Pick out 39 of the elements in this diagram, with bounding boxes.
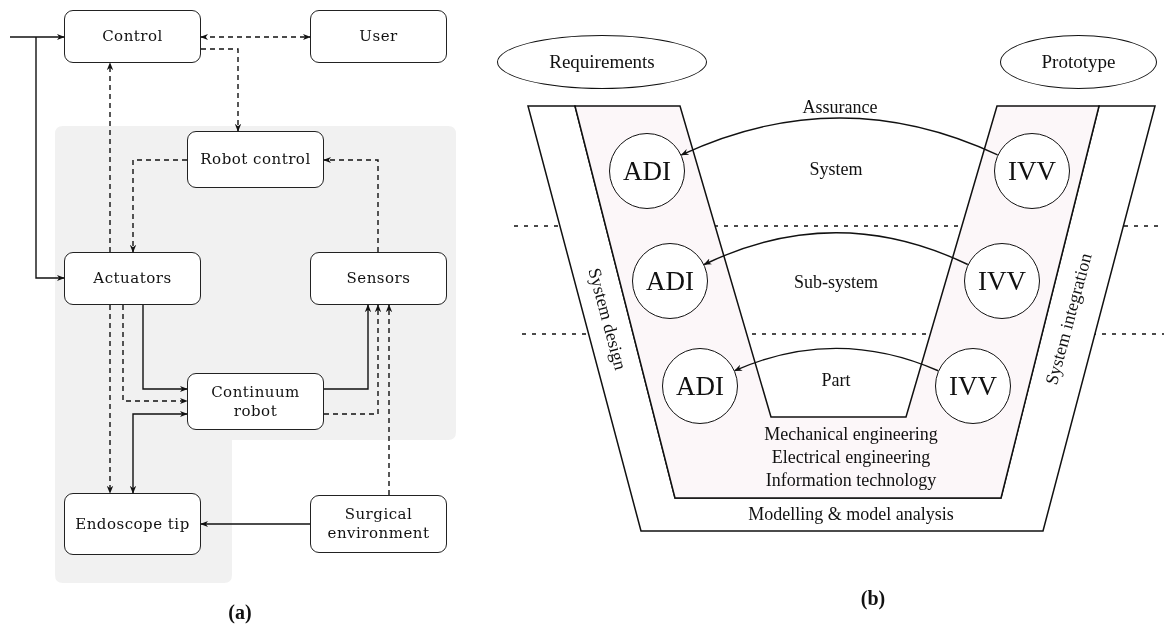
- arrow: [129, 410, 188, 494]
- band-label: Mechanical engineering: [764, 423, 938, 445]
- band-label: Information technology: [765, 469, 937, 491]
- arrow: [106, 304, 114, 494]
- process-box: Surgical environment: [310, 495, 447, 553]
- panel-caption: (b): [860, 586, 886, 610]
- process-box: Continuum robot: [187, 373, 324, 430]
- process-box: Robot control: [187, 131, 324, 188]
- process-box: Actuators: [64, 252, 201, 305]
- level-label: System: [809, 158, 863, 180]
- level-label: Sub-system: [794, 271, 878, 293]
- panel-caption: (a): [228, 600, 252, 624]
- arrow: [106, 62, 114, 253]
- arrow: [122, 304, 188, 405]
- arrow: [129, 159, 188, 253]
- oval-node: Prototype: [1000, 35, 1157, 89]
- arrow: [385, 304, 393, 496]
- arrow: [9, 33, 65, 41]
- level-label: Assurance: [802, 96, 878, 118]
- process-box: Endoscope tip: [64, 493, 201, 555]
- arrow: [200, 520, 311, 528]
- arrow: [200, 48, 242, 132]
- band-label: Electrical engineering: [771, 446, 931, 468]
- level-label: Part: [821, 369, 851, 391]
- process-box: User: [310, 10, 447, 63]
- band-label: System design: [583, 265, 631, 373]
- arrow: [323, 156, 379, 253]
- arrow: [200, 33, 311, 41]
- arrow: [734, 347, 939, 372]
- arrow: [35, 36, 65, 282]
- arrow: [703, 232, 969, 266]
- arrow: [680, 117, 999, 156]
- arrow: [323, 304, 382, 415]
- arrow: [142, 304, 188, 393]
- oval-node: Requirements: [497, 35, 707, 89]
- arrow: [323, 304, 372, 390]
- process-box: Sensors: [310, 252, 447, 305]
- process-box: Control: [64, 10, 201, 63]
- band-label: Modelling & model analysis: [748, 503, 954, 525]
